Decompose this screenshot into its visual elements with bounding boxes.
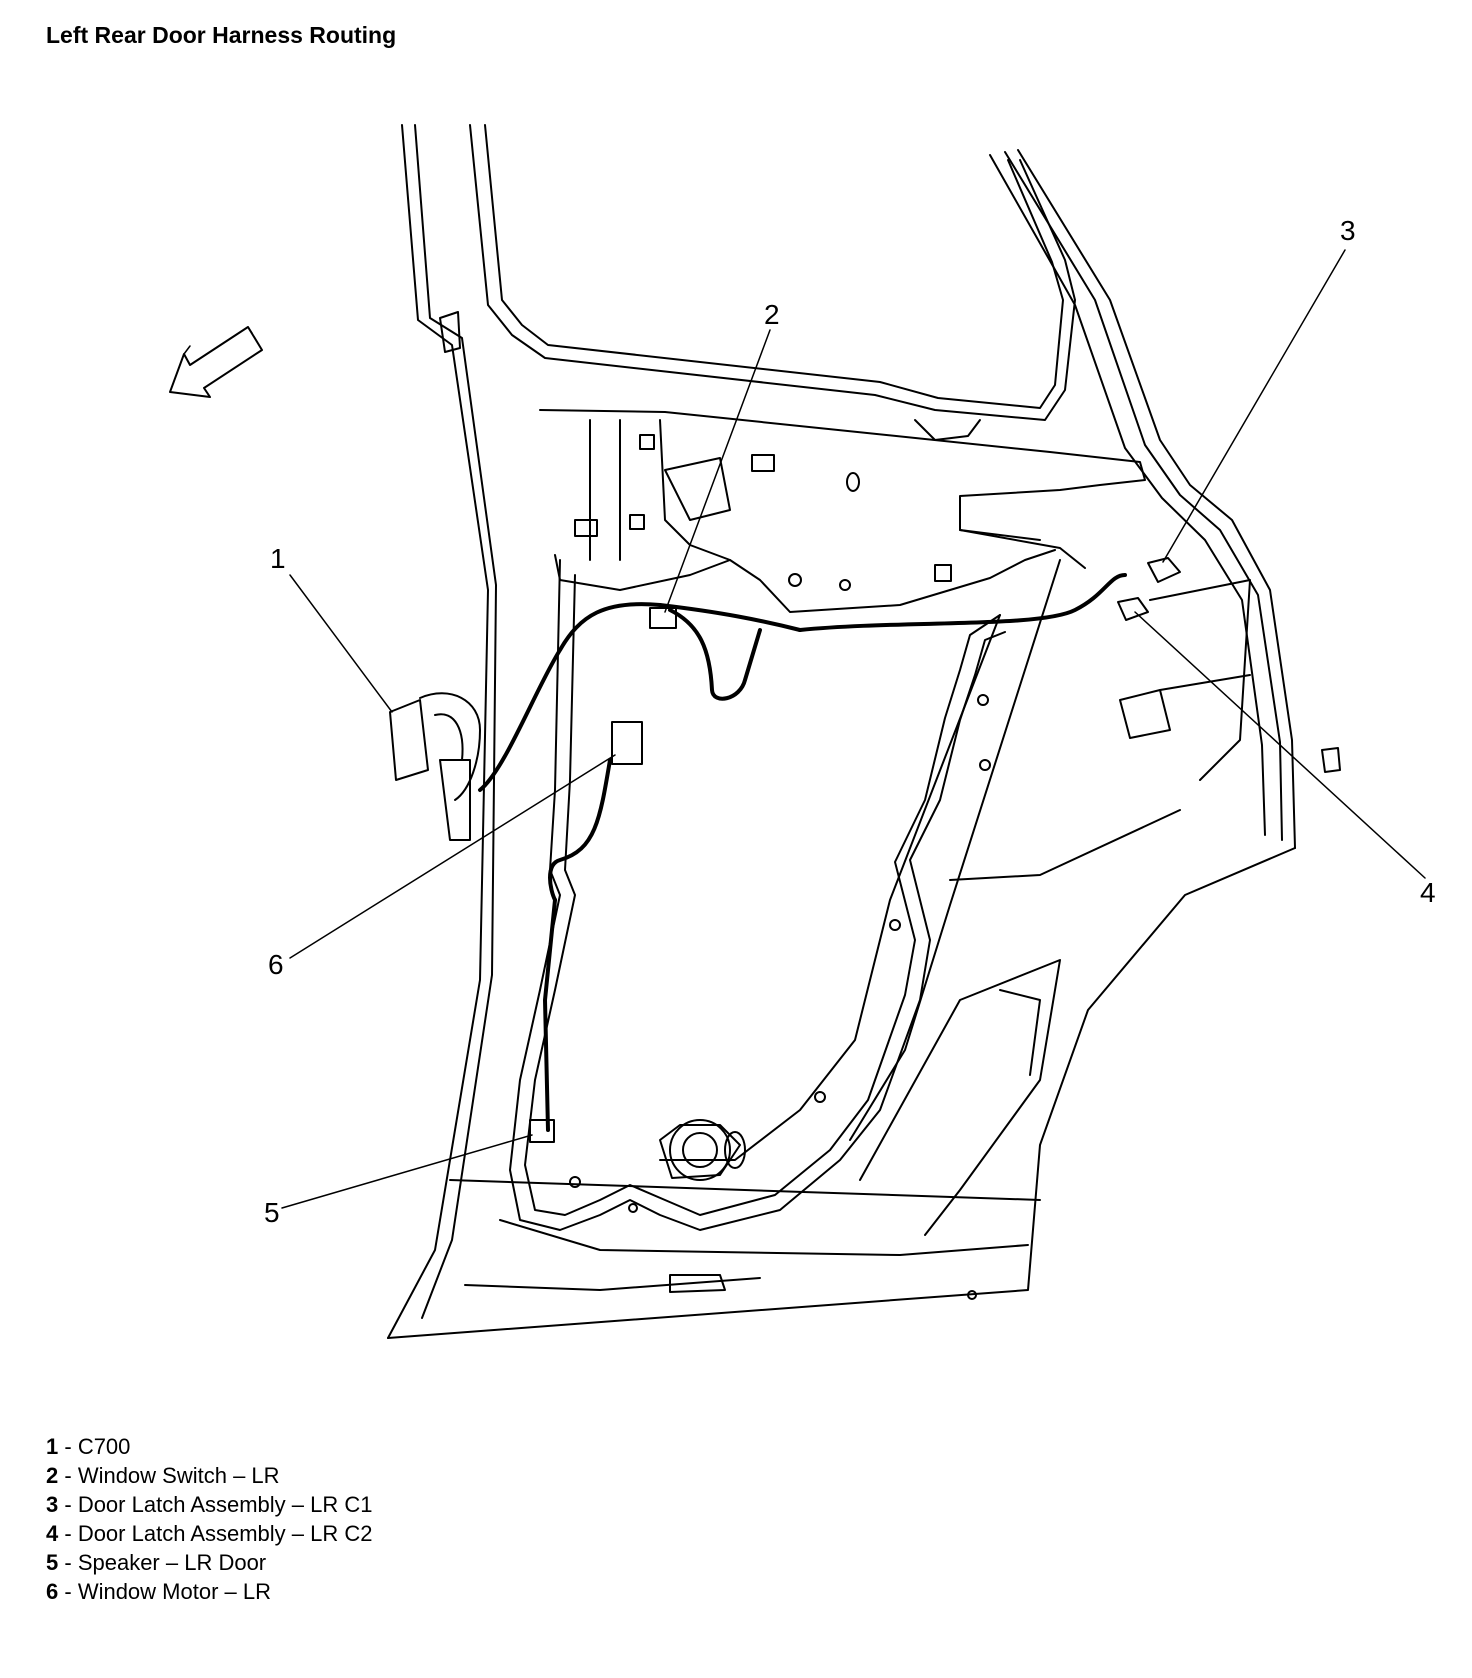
panel-access-holes xyxy=(569,434,991,1300)
front-direction-arrow-shadow xyxy=(183,326,253,366)
connector-window-switch xyxy=(649,607,677,629)
callout-leader-lines xyxy=(281,249,1426,1209)
callout-legend: 1 - C700 2 - Window Switch – LR 3 - Door… xyxy=(46,1432,373,1606)
legend-item: 3 - Door Latch Assembly – LR C1 xyxy=(46,1492,373,1517)
legend-item: 2 - Window Switch – LR xyxy=(46,1463,280,1488)
connector-door-latch-c2 xyxy=(1117,597,1149,621)
legend-item: 6 - Window Motor – LR xyxy=(46,1579,271,1604)
front-direction-arrow-icon xyxy=(169,326,263,398)
callout-number-6: 6 xyxy=(268,949,284,980)
legend-item: 5 - Speaker – LR Door xyxy=(46,1550,267,1575)
lower-door-trim xyxy=(449,559,1341,1293)
callout-number-5: 5 xyxy=(264,1197,280,1228)
connector-door-latch-c1 xyxy=(1147,557,1181,583)
connector-window-motor xyxy=(611,721,643,765)
callout-number-3: 3 xyxy=(1340,215,1356,246)
connector-c700 xyxy=(389,692,481,841)
callout-number-4: 4 xyxy=(1420,877,1436,908)
inner-door-panel xyxy=(509,409,1146,1231)
diagram-title: Left Rear Door Harness Routing xyxy=(46,22,397,48)
window-frame xyxy=(439,124,1076,441)
wiring-harness xyxy=(478,573,1127,1132)
legend-item: 1 - C700 xyxy=(46,1434,131,1459)
connector-speaker xyxy=(529,1119,555,1143)
legend-item: 4 - Door Latch Assembly – LR C2 xyxy=(46,1521,373,1546)
callout-number-2: 2 xyxy=(764,299,780,330)
door-outer-shell xyxy=(387,124,1296,1339)
callout-number-1: 1 xyxy=(270,543,286,574)
